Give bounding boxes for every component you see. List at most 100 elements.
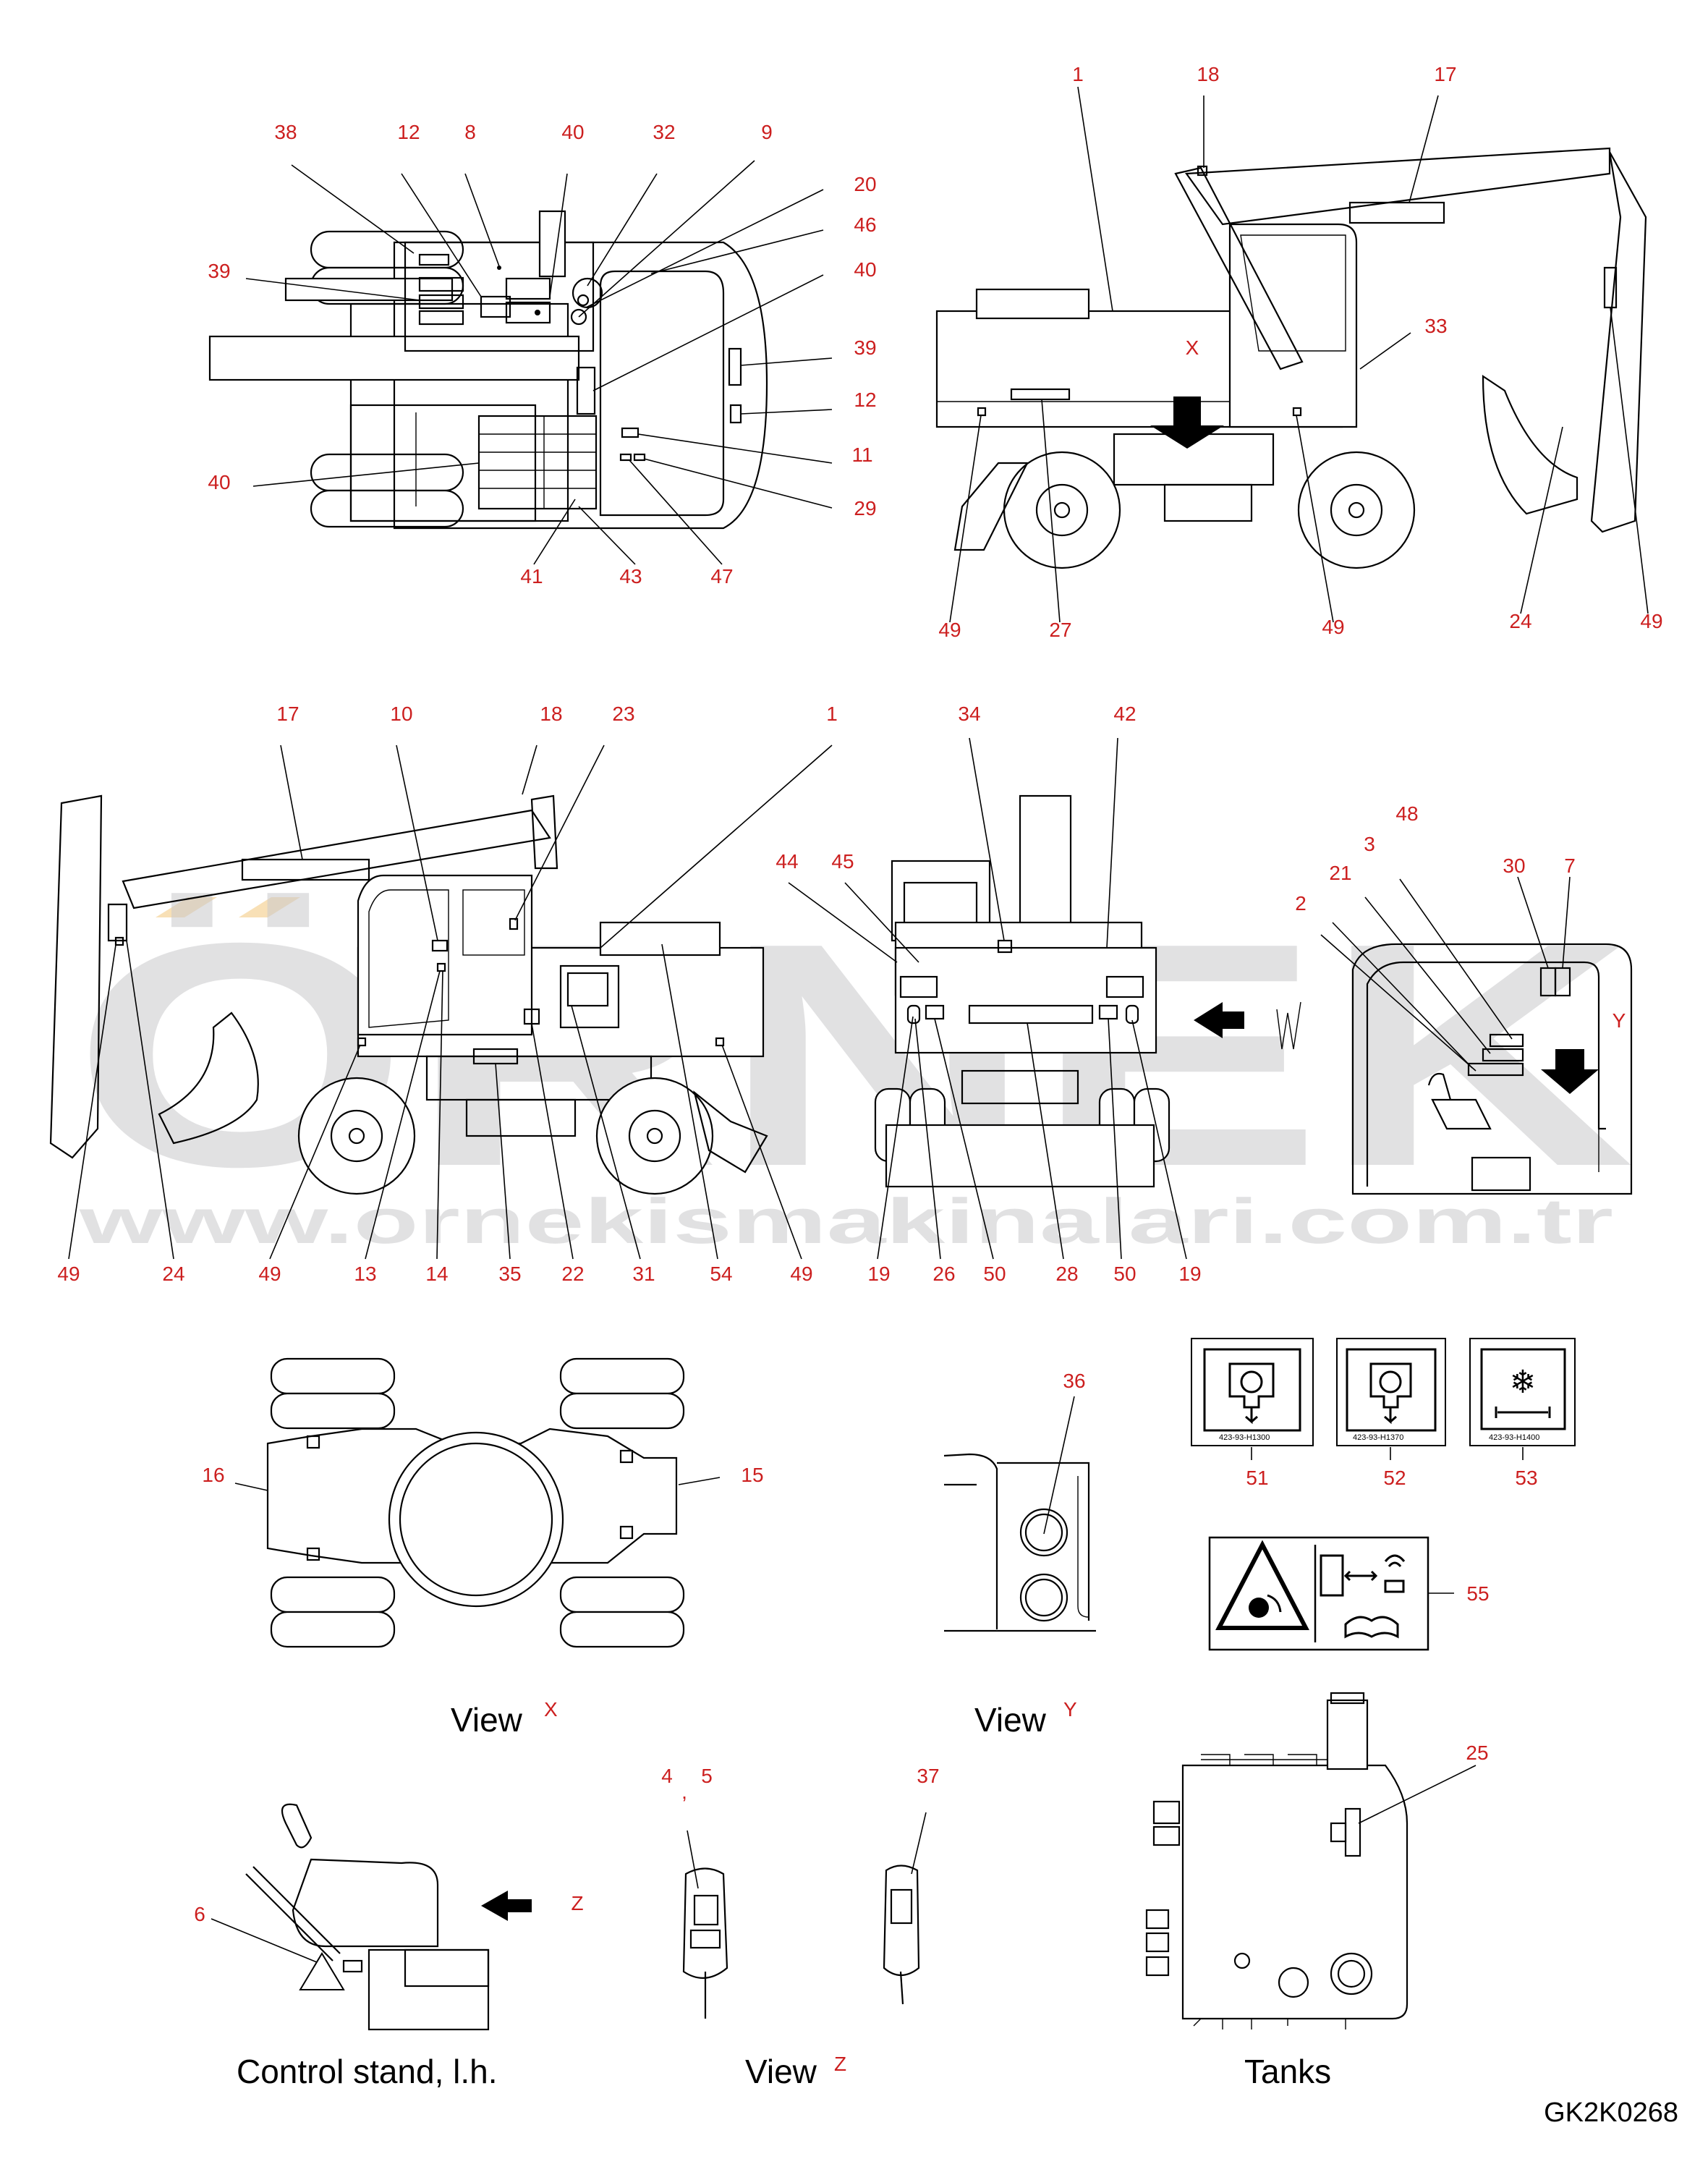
callout-47: 47: [710, 565, 733, 588]
callout-y: Y: [1613, 1009, 1626, 1032]
callout-8: 8: [464, 121, 476, 143]
callout-31: 31: [632, 1263, 655, 1285]
decal-55: [1208, 1536, 1429, 1651]
callout-20: 20: [854, 173, 876, 195]
callout-49: 49: [258, 1263, 281, 1285]
callout-40: 40: [561, 121, 584, 143]
callout-18: 18: [540, 703, 562, 725]
callout-32: 32: [653, 121, 675, 143]
callout-24: 24: [162, 1263, 184, 1285]
callout-41: 41: [520, 565, 543, 588]
callout-28: 28: [1055, 1263, 1078, 1285]
callout-22: 22: [561, 1263, 584, 1285]
tanks-view: 25 Tanks: [1145, 1692, 1489, 2090]
control-stand-caption: Control stand, l.h.: [237, 2053, 498, 2090]
callout-24: 24: [1509, 610, 1531, 632]
callout-19: 19: [1178, 1263, 1201, 1285]
callout-33: 33: [1424, 315, 1447, 337]
cab-interior-view: 48 3 21 30 7 2 Y: [1295, 802, 1633, 1195]
callout-53: 53: [1515, 1467, 1537, 1489]
callout-49: 49: [938, 619, 961, 641]
callout-6: 6: [194, 1903, 205, 1925]
decal-53-code: 423-93-H1400: [1489, 1433, 1539, 1442]
callout-39: 39: [854, 336, 876, 359]
view-z-caption-ref: Z: [834, 2053, 846, 2075]
callout-4: 4: [661, 1765, 673, 1787]
callout-49: 49: [1640, 610, 1662, 632]
decal-51-code: 423-93-H1300: [1219, 1433, 1270, 1442]
callout-1: 1: [1072, 63, 1084, 85]
callout-55: 55: [1466, 1582, 1489, 1605]
callout-3: 3: [1364, 833, 1375, 855]
watermark: ÖRNEK www.ornekismakinalari.com.tr: [72, 878, 1635, 1257]
callout-49: 49: [57, 1263, 80, 1285]
callout-40: 40: [208, 471, 230, 493]
callout-36: 36: [1063, 1370, 1085, 1392]
callout-39: 39: [208, 260, 230, 282]
callout-52: 52: [1383, 1467, 1406, 1489]
callout-9: 9: [761, 121, 773, 143]
view-x-caption-ref: X: [544, 1698, 558, 1721]
callout-14: 14: [425, 1263, 448, 1285]
callout-44: 44: [776, 850, 798, 873]
view-x: 16 15 View X: [202, 1357, 764, 1739]
callout-49: 49: [1322, 616, 1344, 638]
callout-7: 7: [1564, 854, 1576, 877]
side-view-right: 1 18 17 33 X 49 27 49 24 49: [935, 63, 1663, 641]
side-view-left: 17 10 18 23 1 49 24 49 13 14 35 22 31 54…: [49, 703, 838, 1285]
callout-5: 5: [701, 1765, 713, 1787]
decal-53: ❄ 423-93-H1400: [1469, 1338, 1576, 1446]
decal-52-code: 423-93-H1370: [1353, 1433, 1403, 1442]
callout-16: 16: [202, 1464, 224, 1486]
callout-21: 21: [1329, 862, 1351, 884]
callout-15: 15: [741, 1464, 763, 1486]
decal-51: 423-93-H1300: [1191, 1338, 1314, 1446]
callout-50: 50: [1113, 1263, 1136, 1285]
control-stand: 6 Z Control stand, l.h.: [194, 1803, 584, 2090]
view-z: 4 , 5 37 View Z: [661, 1765, 939, 2090]
callout-48: 48: [1395, 802, 1418, 825]
decal-52: 423-93-H1370: [1336, 1338, 1446, 1446]
svg-text:❄: ❄: [1510, 1364, 1537, 1401]
callout-z: Z: [571, 1892, 583, 1914]
view-y-caption-ref: Y: [1063, 1698, 1077, 1721]
callout-26: 26: [932, 1263, 955, 1285]
callout-29: 29: [854, 497, 876, 519]
drawing-id: GK2K0268: [1544, 2098, 1678, 2128]
view-x-caption: View: [451, 1701, 523, 1739]
callout-23: 23: [612, 703, 634, 725]
callout-25: 25: [1466, 1742, 1488, 1764]
callout-10: 10: [390, 703, 412, 725]
callout-30: 30: [1503, 854, 1525, 877]
callout-35: 35: [498, 1263, 521, 1285]
callout-46: 46: [854, 213, 876, 236]
callout-12: 12: [397, 121, 420, 143]
callout-40: 40: [854, 258, 876, 281]
callout-27: 27: [1049, 619, 1071, 641]
callout-43: 43: [619, 565, 642, 588]
view-z-caption: View: [745, 2053, 817, 2090]
callout-50: 50: [983, 1263, 1006, 1285]
callout-45: 45: [831, 850, 854, 873]
rear-view: 34 42 44 45 19 26 50 28 50 19: [776, 703, 1301, 1285]
callout-18: 18: [1197, 63, 1219, 85]
callout-49: 49: [790, 1263, 812, 1285]
callout-1: 1: [826, 703, 838, 725]
callout-12: 12: [854, 389, 876, 411]
callout-37: 37: [917, 1765, 939, 1787]
view-y-caption: View: [974, 1701, 1047, 1739]
callout-19: 19: [867, 1263, 890, 1285]
callout-x: X: [1186, 336, 1199, 359]
callout-13: 13: [354, 1263, 376, 1285]
callout-17: 17: [1434, 63, 1456, 85]
callout-38: 38: [274, 121, 297, 143]
decals: 423-93-H1300 423-93-H1370 ❄ 423-93-H1400: [1191, 1338, 1576, 1651]
callout-54: 54: [710, 1263, 732, 1285]
top-view: 38 12 8 40 32 9 20 46 40 39 12 11 29 47 …: [208, 121, 876, 588]
callout-comma: ,: [681, 1781, 687, 1803]
callout-42: 42: [1113, 703, 1136, 725]
callout-2: 2: [1295, 892, 1307, 915]
tanks-caption: Tanks: [1244, 2053, 1331, 2090]
callout-51: 51: [1246, 1467, 1268, 1489]
